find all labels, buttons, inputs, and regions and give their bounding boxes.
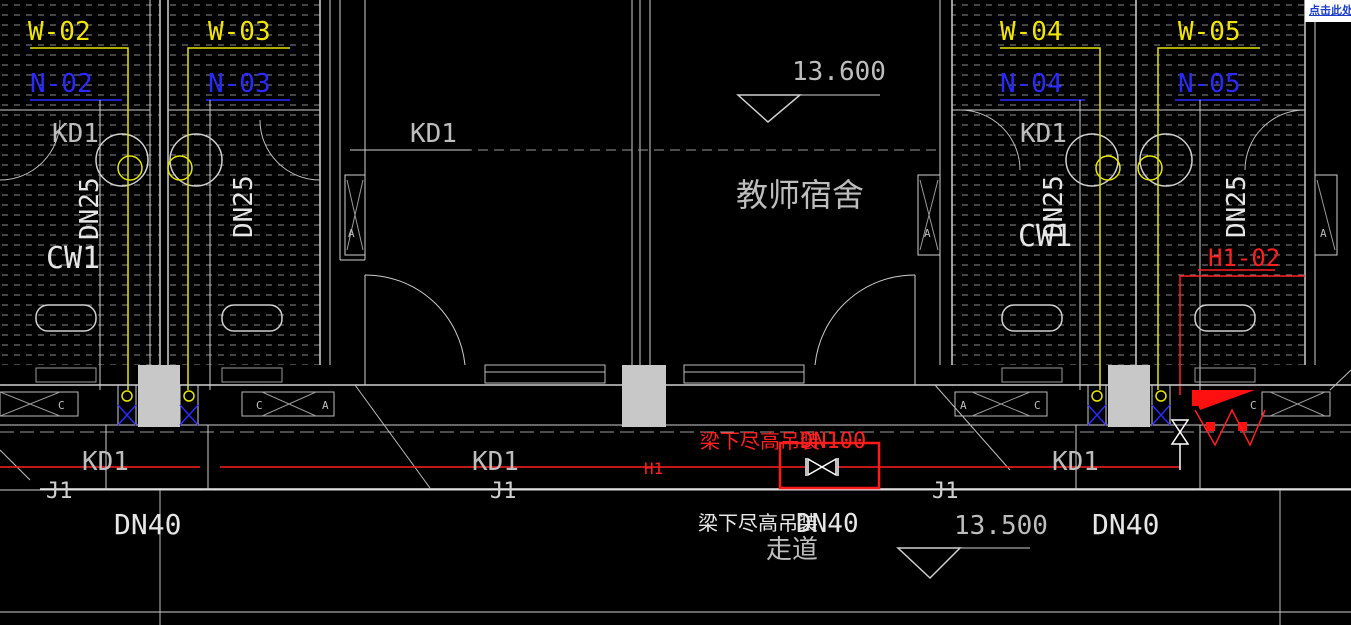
label-dn40-2[interactable]: DN40 xyxy=(796,509,859,539)
label-dn25-3[interactable]: DN25 xyxy=(1039,175,1069,238)
window-tag-a: A xyxy=(348,227,355,240)
label-h1-02[interactable]: H1-02 xyxy=(1208,244,1280,272)
exhaust-duct xyxy=(1261,391,1331,417)
duct-tag-c: C xyxy=(58,399,65,412)
supply-pipe xyxy=(1157,47,1260,390)
faucet-icon xyxy=(1095,155,1121,181)
squat-toilet-icon xyxy=(35,304,97,332)
washbasin-icon xyxy=(1139,133,1193,187)
label-cw1-right[interactable]: CW1 xyxy=(1018,219,1072,254)
room-name[interactable]: 教师宿舍 xyxy=(736,176,864,214)
door-swing-arc xyxy=(814,274,916,366)
label-kd1-right-bath[interactable]: KD1 xyxy=(1020,119,1067,149)
floor-hatch xyxy=(168,0,320,365)
elevation-marker-bottom xyxy=(896,547,1030,580)
hang-note-red[interactable]: 梁下尽高吊装 xyxy=(700,429,820,453)
label-kd1-corridor-3[interactable]: KD1 xyxy=(1052,447,1099,477)
fire-pipe xyxy=(1179,275,1305,395)
squat-toilet-icon xyxy=(1194,304,1256,332)
window-tag-a: A xyxy=(924,227,931,240)
label-n05[interactable]: N-05 xyxy=(1178,69,1241,99)
label-dn25-1[interactable]: DN25 xyxy=(75,177,105,240)
elevation-marker-icon xyxy=(896,547,962,580)
exhaust-duct xyxy=(954,391,1048,417)
label-dn100[interactable]: DN100 xyxy=(800,429,866,454)
label-n02[interactable]: N-02 xyxy=(30,69,93,99)
faucet-icon xyxy=(117,155,143,181)
butterfly-valve-icon[interactable] xyxy=(805,457,839,477)
elevation-bottom[interactable]: 13.500 xyxy=(954,511,1048,541)
label-j1-3[interactable]: J1 xyxy=(932,479,959,504)
window-tag-a: A xyxy=(1320,227,1327,240)
door-swing-arc xyxy=(959,109,1021,171)
selection-box[interactable] xyxy=(778,441,881,490)
squat-toilet-icon xyxy=(221,304,283,332)
faucet-icon xyxy=(1137,155,1163,181)
label-j1-2[interactable]: J1 xyxy=(490,479,517,504)
label-cw1-left[interactable]: CW1 xyxy=(46,241,100,276)
label-h1[interactable]: H1 xyxy=(644,459,663,478)
duct-tag-c: C xyxy=(1034,399,1041,412)
window-frame xyxy=(344,174,366,256)
elevation-marker-icon xyxy=(736,94,803,123)
label-w04[interactable]: W-04 xyxy=(1000,17,1063,47)
duct-tag-a: A xyxy=(960,399,967,412)
structural-column xyxy=(138,365,180,427)
door-swing-arc xyxy=(259,119,321,181)
floor-hatch xyxy=(1140,0,1305,365)
label-kd1-corridor-2[interactable]: KD1 xyxy=(472,447,519,477)
label-kd1-corridor-1[interactable]: KD1 xyxy=(82,447,129,477)
supply-pipe xyxy=(30,47,129,390)
door-swing-arc xyxy=(364,274,466,366)
label-dn40-1[interactable]: DN40 xyxy=(114,508,181,541)
door-swing-arc xyxy=(0,119,61,181)
door-swing-arc xyxy=(1244,109,1306,171)
duct-tag-c: C xyxy=(1250,399,1257,412)
exhaust-duct xyxy=(0,391,79,417)
drawing-labels: W-02 W-03 W-04 W-05 N-02 N-03 N-04 N-05 … xyxy=(28,17,1327,565)
label-dn40-3[interactable]: DN40 xyxy=(1092,508,1159,541)
washbasin-icon xyxy=(95,133,149,187)
label-dn25-2[interactable]: DN25 xyxy=(229,175,259,238)
label-dn25-4[interactable]: DN25 xyxy=(1222,175,1252,238)
duct-tag-a: A xyxy=(322,399,329,412)
structural-column xyxy=(622,365,666,427)
label-kd1-room[interactable]: KD1 xyxy=(410,119,457,149)
label-j1-1[interactable]: J1 xyxy=(46,479,73,504)
click-here-link[interactable]: 点击此处 xyxy=(1305,0,1351,22)
label-w03[interactable]: W-03 xyxy=(208,17,271,47)
teacher-dorm-room xyxy=(339,0,940,385)
gate-valve-icon[interactable] xyxy=(1170,419,1190,470)
washbasin-icon xyxy=(1065,133,1119,187)
washbasin-icon xyxy=(169,133,223,187)
corridor-walls xyxy=(0,365,1351,625)
squat-toilet-icon xyxy=(1001,304,1063,332)
structural-column xyxy=(1108,365,1150,427)
label-n03[interactable]: N-03 xyxy=(208,69,271,99)
supply-pipe xyxy=(187,47,290,390)
duct-tag-c: C xyxy=(256,399,263,412)
exhaust-duct xyxy=(241,391,335,417)
label-kd1-left-bath[interactable]: KD1 xyxy=(52,119,99,149)
label-w02[interactable]: W-02 xyxy=(28,17,91,47)
faucet-icon xyxy=(167,155,193,181)
elevation-top[interactable]: 13.600 xyxy=(792,57,886,87)
corridor-name[interactable]: 走道 xyxy=(766,535,818,565)
hang-note-white[interactable]: 梁下尽高吊装 xyxy=(698,511,818,535)
label-n04[interactable]: N-04 xyxy=(1000,69,1063,99)
supply-pipe xyxy=(1000,47,1101,390)
corridor-pipes xyxy=(0,390,1351,490)
bathroom-left xyxy=(0,0,331,390)
label-w05[interactable]: W-05 xyxy=(1178,17,1241,47)
floor-hatch xyxy=(0,0,160,365)
bathroom-right xyxy=(917,0,1338,395)
